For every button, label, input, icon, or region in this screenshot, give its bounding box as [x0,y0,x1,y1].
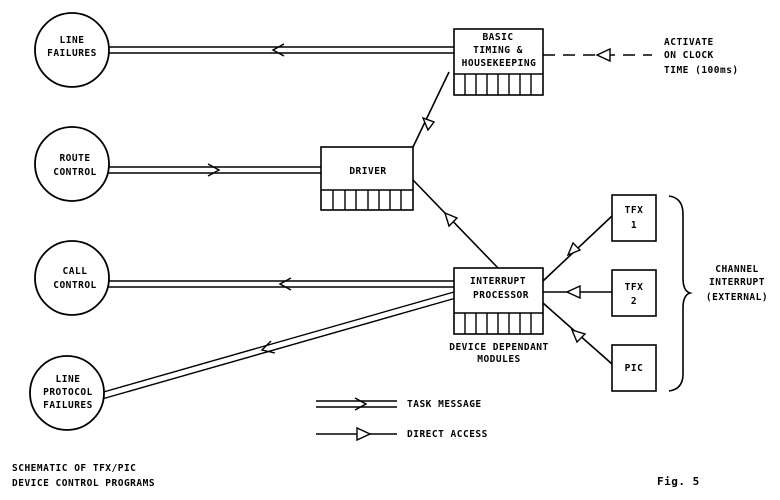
node-label: CONTROL [53,167,97,178]
direct-access-arrow [356,426,372,442]
link-timing-to-line-failures [109,43,454,57]
node-basic-timing: BASIC TIMING & HOUSEKEEPING [453,28,544,96]
module-slots [464,74,532,95]
node-interrupt-processor: INTERRUPT PROCESSOR [453,267,544,335]
svg-text:DEVICE CONTROL PROGRAMS: DEVICE CONTROL PROGRAMS [12,478,155,489]
legend-label: DIRECT ACCESS [407,429,488,440]
svg-text:CHANNEL: CHANNEL [715,264,759,275]
legend-task-message: TASK MESSAGE [316,397,482,411]
link-clock-to-timing [543,47,652,63]
caption: SCHEMATIC OF TFX/PIC DEVICE CONTROL PROG… [12,463,155,489]
node-label: CONTROL [53,280,97,291]
svg-text:INTERRUPT: INTERRUPT [709,277,765,288]
task-message-arrow [278,277,292,291]
direct-access-arrow [570,328,587,344]
task-message-arrow [260,340,276,354]
figure-label: Fig. 5 [657,475,700,488]
node-line-failures: LINE FAILURES [34,12,110,88]
node-label: FAILURES [47,48,97,59]
svg-text:DEVICE DEPENDANT: DEVICE DEPENDANT [449,342,549,353]
link-interrupt-to-call-control [107,277,454,291]
direct-access-arrow [421,116,436,132]
channel-brace [668,195,693,392]
node-label: DRIVER [349,166,386,177]
node-tfx2: TFX 2 [611,269,657,317]
link-interrupt-to-line-protocol [99,291,457,400]
direct-access-arrow [595,47,611,63]
node-label: LINE [60,35,85,46]
node-call-control: CALL CONTROL [34,240,110,316]
svg-text:ACTIVATE: ACTIVATE [664,37,714,48]
task-message-arrow [271,43,285,57]
link-tfx2-to-interrupt [543,284,612,300]
link-route-to-driver [107,163,321,177]
channel-interrupt-label: CHANNEL INTERRUPT (EXTERNAL) [706,264,768,303]
svg-text:MODULES: MODULES [477,354,521,365]
node-tfx1: TFX 1 [611,194,657,242]
link-interrupt-to-driver [412,179,499,269]
svg-text:(EXTERNAL): (EXTERNAL) [706,292,768,303]
svg-text:TIME (100ms): TIME (100ms) [664,65,739,76]
node-label: HOUSEKEEPING [462,58,537,69]
task-message-arrow [354,397,368,411]
node-label: ROUTE [59,153,90,164]
link-timing-to-driver [412,71,450,148]
svg-text:ON CLOCK: ON CLOCK [664,50,714,61]
legend-label: TASK MESSAGE [407,399,482,410]
task-message-arrow [207,163,221,177]
node-driver: DRIVER [320,146,414,211]
direct-access-arrow [443,211,459,228]
activate-label: ACTIVATE ON CLOCK TIME (100ms) [664,37,739,76]
node-route-control: ROUTE CONTROL [34,126,110,202]
link-tfx1-to-interrupt [542,215,613,282]
module-slots [464,313,532,334]
node-label: FAILURES [43,400,93,411]
node-label: TFX [625,205,644,216]
node-label: INTERRUPT [470,276,526,287]
direct-access-arrow [565,284,581,300]
node-label: TFX [625,282,644,293]
node-label: PROTOCOL [43,387,93,398]
node-label: 1 [631,220,637,231]
node-label: CALL [63,266,88,277]
module-slots [332,190,402,210]
node-label: PROCESSOR [473,290,529,301]
node-label: TIMING & [473,45,523,56]
svg-text:SCHEMATIC OF TFX/PIC: SCHEMATIC OF TFX/PIC [12,463,136,474]
node-pic: PIC [611,344,657,392]
node-line-protocol-failures: LINE PROTOCOL FAILURES [29,355,105,431]
node-label: LINE [56,374,81,385]
device-modules-label: DEVICE DEPENDANT MODULES [449,342,549,365]
direct-access-arrow [566,241,582,257]
node-label: BASIC [482,32,513,43]
node-label: PIC [625,363,644,374]
node-label: 2 [631,296,637,307]
link-pic-to-interrupt [542,302,613,365]
legend: TASK MESSAGE DIRECT ACCESS [316,397,488,442]
legend-direct-access: DIRECT ACCESS [316,426,488,442]
